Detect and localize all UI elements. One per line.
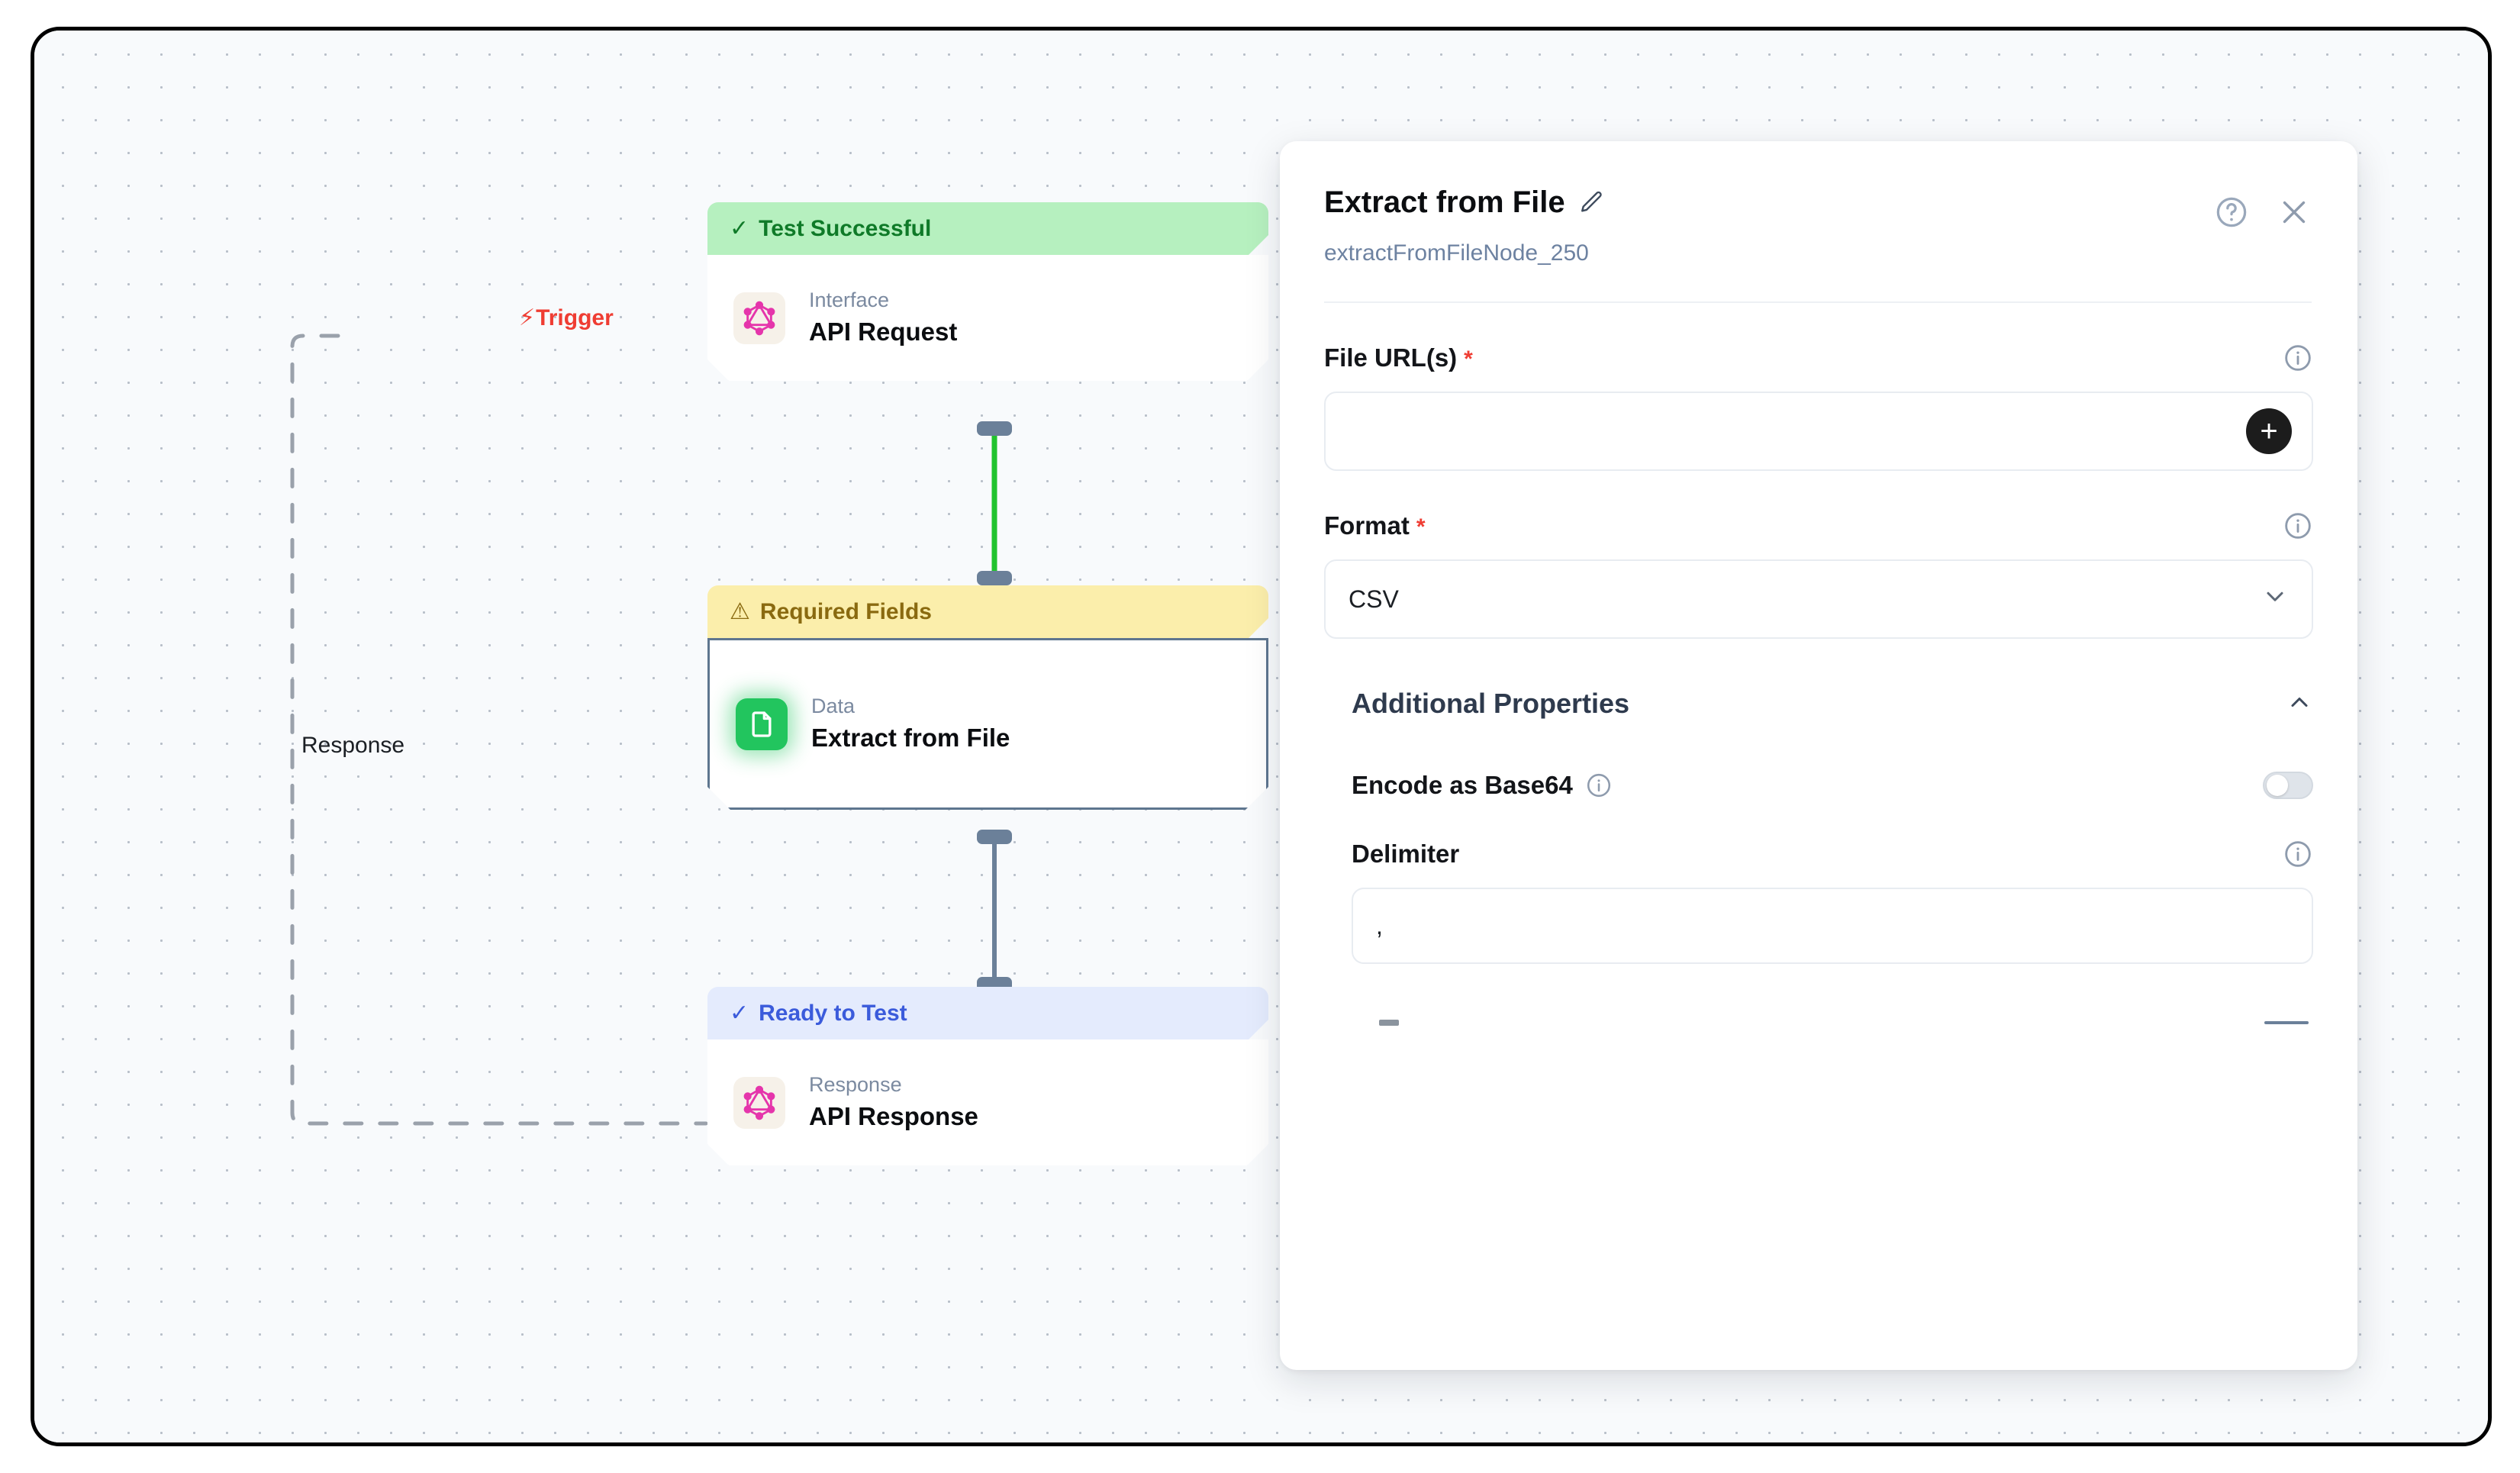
info-circle-icon[interactable]	[1585, 772, 1613, 799]
panel-body: File URL(s) * +	[1280, 341, 2357, 1034]
node-status-badge-success: ✓ Test Successful	[707, 202, 1268, 255]
graphql-icon	[733, 1077, 785, 1129]
chevron-up-icon[interactable]	[2286, 688, 2313, 720]
node-kind-label: Response	[809, 1073, 902, 1097]
field-delimiter: Delimiter ,	[1352, 837, 2313, 964]
clipped-label-fragment	[1379, 1020, 1399, 1026]
node-id-label: extractFromFileNode_250	[1324, 240, 1589, 266]
row-encode-base64: Encode as Base64	[1352, 764, 2313, 807]
additional-properties-title: Additional Properties	[1352, 688, 1630, 719]
field-file-urls: File URL(s) * +	[1324, 341, 2313, 471]
page-title: Extract from File	[1324, 185, 1565, 219]
edge-label-trigger: ⚡ Trigger	[519, 305, 614, 331]
field-label-format: Format *	[1324, 511, 1426, 540]
chevron-down-icon	[2261, 582, 2289, 616]
warning-triangle-icon: ⚠	[730, 599, 750, 624]
app-window: ⚡ Trigger Response ✓ Test Successful	[31, 27, 2492, 1446]
lightning-bolt-icon: ⚡	[519, 305, 536, 330]
pencil-icon[interactable]	[1579, 189, 1605, 215]
file-document-icon	[736, 698, 788, 750]
add-url-button[interactable]: +	[2246, 408, 2292, 454]
clipped-control-fragment	[2264, 1021, 2309, 1024]
delimiter-value: ,	[1376, 911, 1383, 940]
handle-api-request-out[interactable]	[977, 421, 1012, 436]
node-status-text: Test Successful	[759, 215, 932, 241]
info-circle-icon[interactable]	[2283, 511, 2313, 541]
field-format: Format * CSV	[1324, 509, 2313, 639]
node-status-text: Ready to Test	[759, 1000, 907, 1026]
help-circle-icon[interactable]	[2214, 195, 2249, 230]
file-urls-input-wrap[interactable]: +	[1324, 392, 2313, 471]
additional-properties-content: Encode as Base64	[1324, 764, 2313, 1034]
flow-node-extract-from-file[interactable]: ⚠ Required Fields Data Extract from File	[707, 585, 1268, 810]
node-body[interactable]: Interface API Request	[707, 255, 1268, 381]
flow-node-api-response[interactable]: ✓ Ready to Test Response API Response	[707, 987, 1268, 1165]
format-selected-value: CSV	[1349, 585, 1399, 613]
node-properties-panel: Extract from File	[1280, 141, 2357, 1370]
panel-header: Extract from File	[1280, 141, 2357, 303]
node-title: Extract from File	[811, 723, 1010, 752]
panel-clipped-row	[1352, 1011, 2313, 1034]
graphql-icon	[733, 292, 785, 344]
check-icon: ✓	[730, 1001, 749, 1026]
handle-extract-out[interactable]	[977, 830, 1012, 844]
required-marker: *	[1416, 514, 1426, 540]
node-status-badge-required: ⚠ Required Fields	[707, 585, 1268, 638]
format-select[interactable]: CSV	[1324, 559, 2313, 639]
trigger-label-text: Trigger	[536, 305, 614, 330]
required-marker: *	[1464, 346, 1473, 372]
divider	[1324, 301, 2312, 303]
node-body[interactable]: Response API Response	[707, 1039, 1268, 1165]
flow-node-api-request[interactable]: ✓ Test Successful Interface API Request	[707, 202, 1268, 381]
info-circle-icon[interactable]	[2283, 839, 2313, 869]
node-body[interactable]: Data Extract from File	[707, 638, 1268, 810]
additional-properties-section: Additional Properties Encode as Base64	[1324, 688, 2313, 1034]
additional-properties-header[interactable]: Additional Properties	[1324, 688, 2313, 720]
node-kind-label: Data	[811, 695, 856, 718]
check-icon: ✓	[730, 216, 749, 241]
label-encode-base64: Encode as Base64	[1352, 771, 1613, 800]
delimiter-input[interactable]: ,	[1352, 888, 2313, 964]
handle-extract-in[interactable]	[977, 571, 1012, 585]
field-label-file-urls: File URL(s) *	[1324, 343, 1473, 372]
node-title: API Request	[809, 317, 958, 346]
node-kind-label: Interface	[809, 288, 890, 312]
close-x-icon[interactable]	[2277, 195, 2312, 230]
encode-base64-toggle[interactable]	[2263, 772, 2313, 799]
field-label-delimiter: Delimiter	[1352, 840, 1460, 868]
toggle-knob	[2267, 775, 2288, 796]
node-status-badge-ready: ✓ Ready to Test	[707, 987, 1268, 1039]
info-circle-icon[interactable]	[2283, 343, 2313, 373]
node-title: API Response	[809, 1101, 978, 1130]
edge-label-response: Response	[301, 733, 405, 758]
node-status-text: Required Fields	[759, 598, 932, 624]
